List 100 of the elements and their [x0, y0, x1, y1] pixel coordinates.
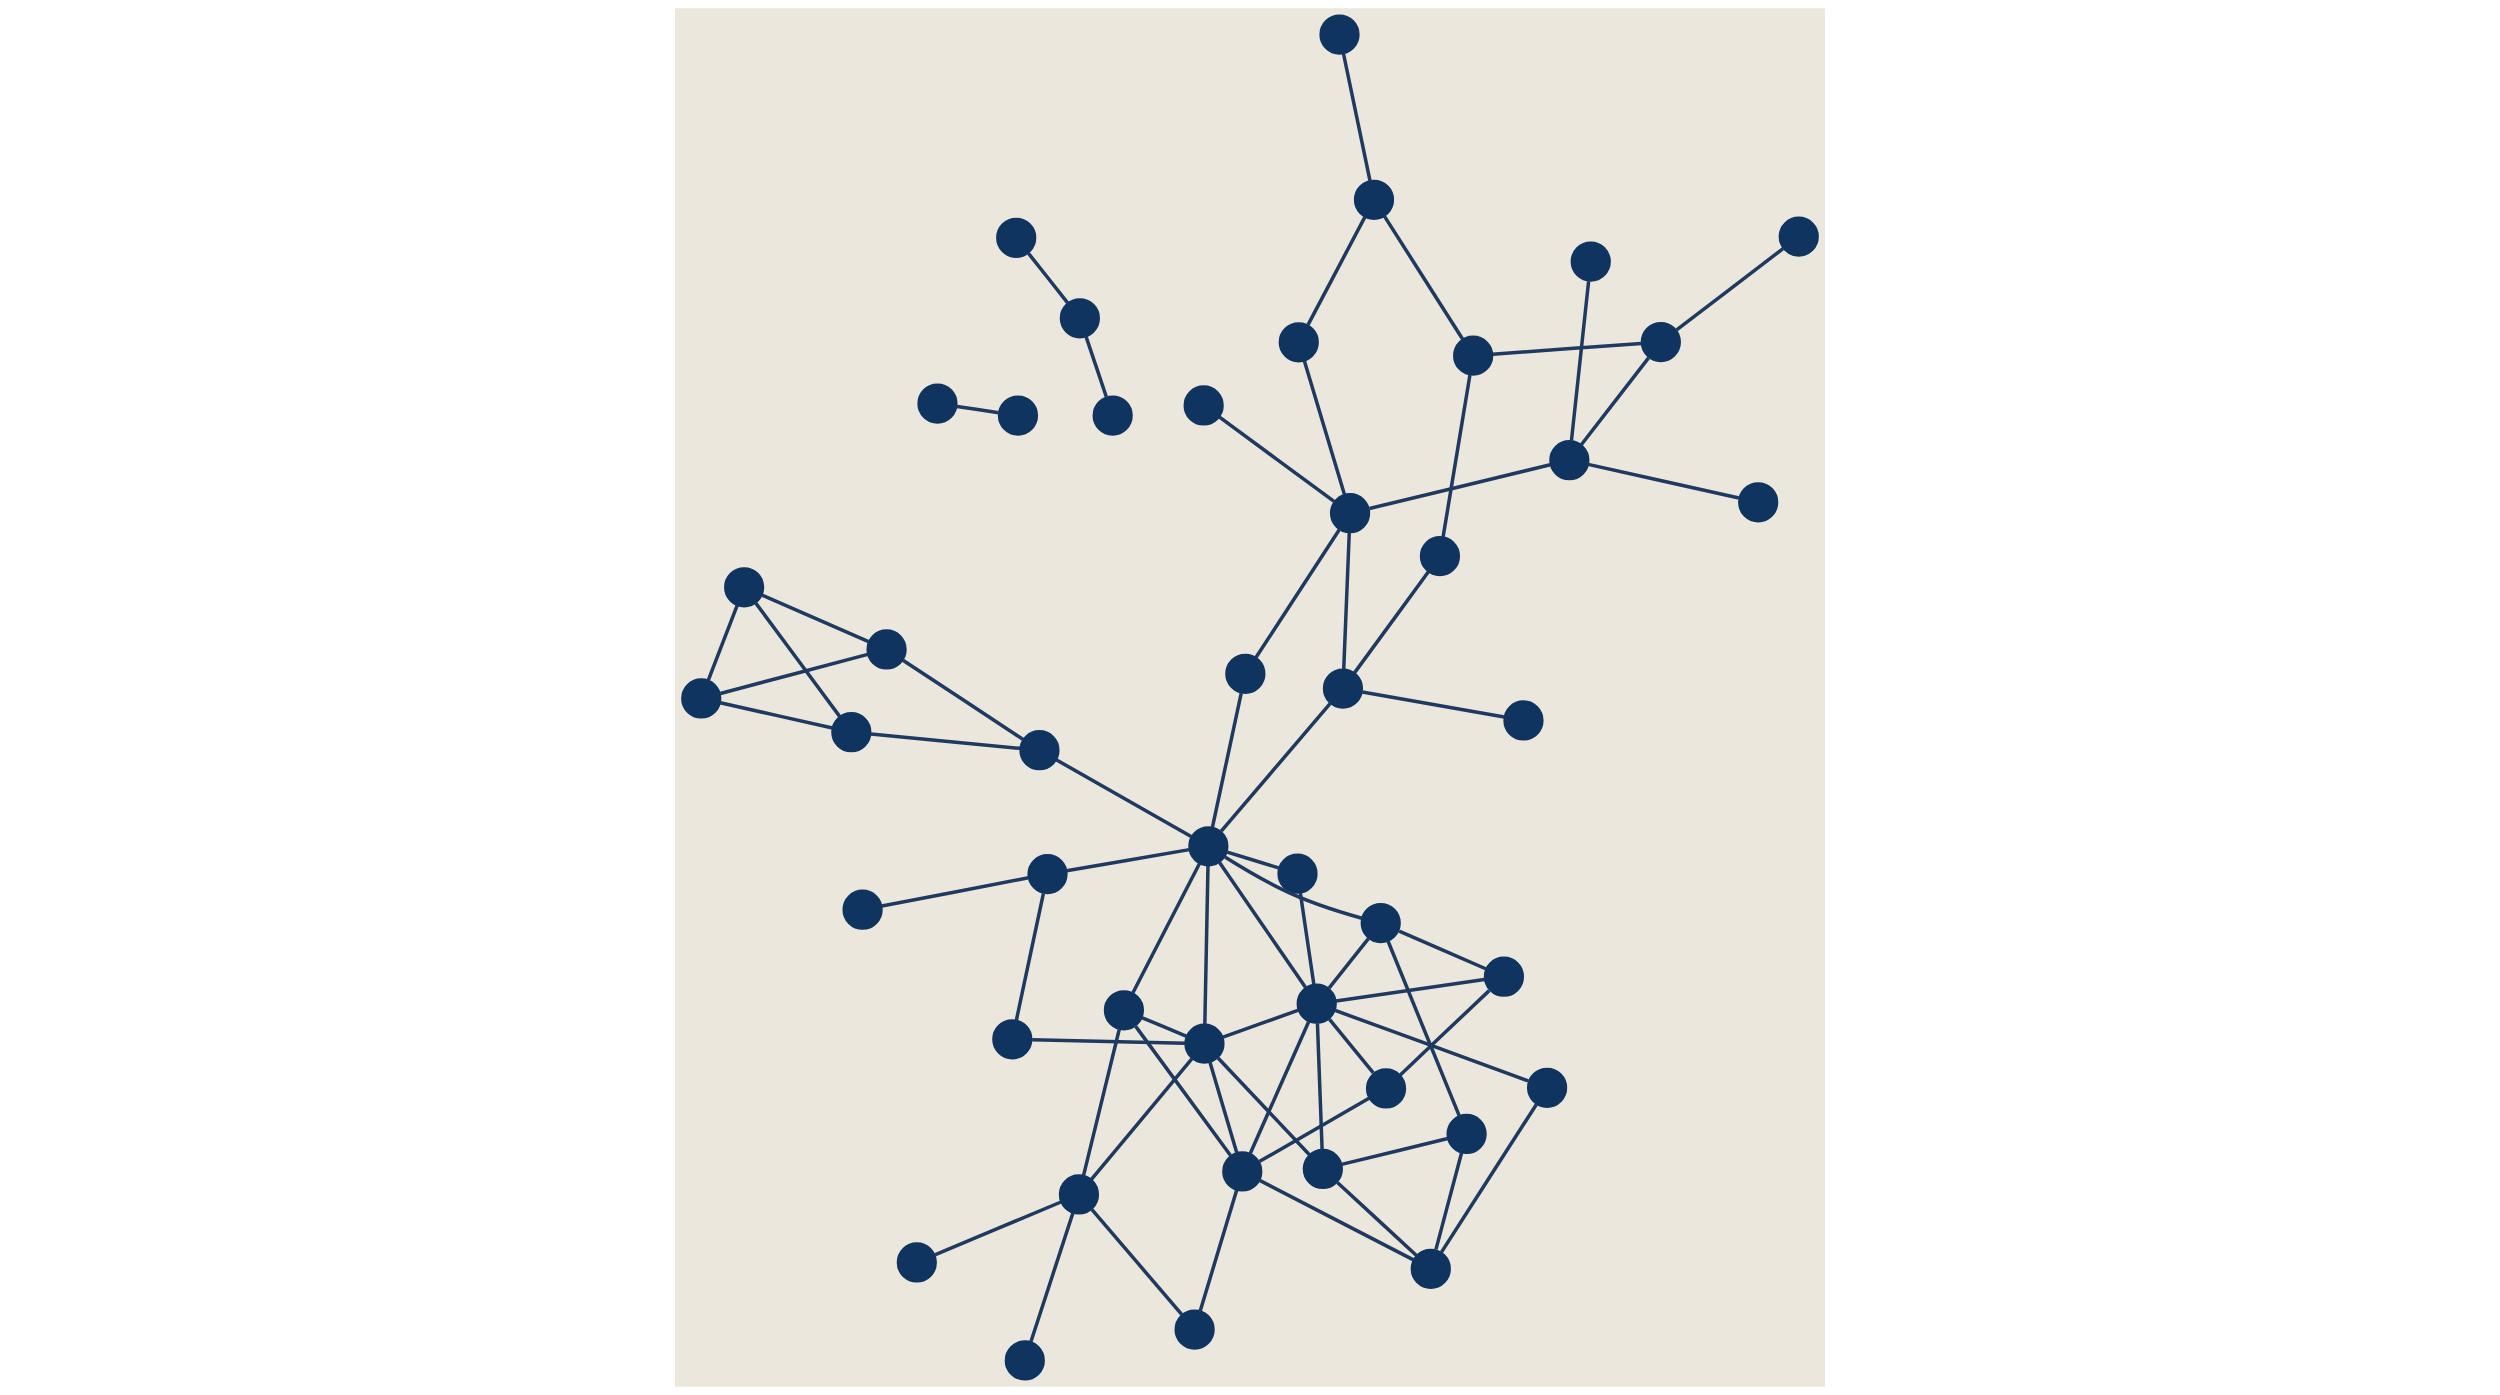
- connector: [1327, 937, 1370, 990]
- node-circle: [1549, 440, 1590, 481]
- node-circle: [996, 217, 1037, 258]
- connector: [1032, 1037, 1186, 1045]
- connector: [1203, 865, 1210, 1025]
- connector: [1336, 1181, 1418, 1257]
- connector: [1141, 1016, 1188, 1038]
- connector: [1341, 53, 1372, 181]
- connector: [1219, 702, 1332, 833]
- node-circle: [1004, 1340, 1045, 1381]
- node-circle: [1419, 536, 1461, 577]
- node-circle: [1322, 668, 1364, 709]
- connector: [1055, 758, 1193, 839]
- connector: [1218, 861, 1308, 989]
- connector: [1027, 252, 1069, 304]
- node-circle: [1058, 1174, 1100, 1215]
- node-circle: [1059, 298, 1100, 339]
- connector: [1029, 1212, 1075, 1343]
- connector: [761, 593, 870, 644]
- node-circle: [1019, 730, 1060, 771]
- node-circle: [1640, 321, 1681, 363]
- node-circle: [1174, 1309, 1215, 1350]
- connector: [1675, 247, 1785, 332]
- connector: [1298, 892, 1316, 985]
- node-circle: [1353, 179, 1395, 220]
- connector: [1254, 528, 1341, 659]
- connector: [1066, 847, 1190, 873]
- connector: [1398, 929, 1487, 971]
- connector: [1353, 570, 1430, 674]
- connector: [1579, 356, 1650, 446]
- connector: [1248, 1020, 1311, 1155]
- connector: [1224, 855, 1363, 920]
- connector: [1216, 1056, 1311, 1156]
- connector: [1342, 532, 1351, 670]
- connector: [901, 658, 1025, 741]
- connector: [1090, 1208, 1184, 1316]
- connector: [719, 701, 833, 730]
- connector: [1569, 281, 1591, 441]
- node-circle: [1277, 853, 1318, 894]
- connector: [1302, 360, 1347, 495]
- node-circle: [866, 629, 907, 670]
- connector: [1386, 940, 1461, 1117]
- node-circle: [1503, 700, 1544, 741]
- node-circle: [1483, 956, 1525, 997]
- node-circle: [1302, 1148, 1343, 1190]
- connector: [1134, 1025, 1232, 1157]
- connector: [1208, 1062, 1239, 1154]
- node-circle: [831, 712, 872, 753]
- connector: [1369, 463, 1551, 511]
- connector: [1306, 216, 1367, 326]
- node-circle: [896, 1242, 937, 1283]
- connector: [1492, 341, 1642, 356]
- connector: [1383, 215, 1465, 340]
- node-circle: [1225, 653, 1266, 694]
- connector: [1081, 1029, 1121, 1176]
- connector: [1398, 989, 1491, 1077]
- connector: [1335, 977, 1485, 1003]
- connector: [1587, 462, 1740, 500]
- node-circle: [1570, 241, 1611, 282]
- connector: [1198, 1189, 1239, 1312]
- connector: [881, 876, 1029, 908]
- node-circle: [1446, 1113, 1487, 1155]
- connector: [1258, 1178, 1415, 1262]
- connector: [1341, 1136, 1449, 1167]
- node-circle: [917, 383, 958, 424]
- connector: [706, 604, 739, 681]
- node-circle: [997, 395, 1039, 436]
- connector: [1315, 1023, 1324, 1150]
- node-circle: [1184, 1023, 1225, 1064]
- node-circle: [1027, 854, 1068, 895]
- connector: [956, 404, 999, 415]
- node-circle: [1778, 216, 1819, 257]
- node-circle: [842, 889, 883, 930]
- connector: [1222, 1008, 1300, 1039]
- connector: [1440, 1103, 1538, 1254]
- node-circle: [1360, 902, 1401, 944]
- node-circle: [1526, 1067, 1568, 1108]
- connector: [1014, 892, 1046, 1021]
- connector: [1328, 1018, 1375, 1074]
- node-circle: [1222, 1151, 1263, 1192]
- node-circle: [1329, 493, 1371, 534]
- node-circle: [1453, 335, 1494, 376]
- node-circle: [1365, 1068, 1407, 1109]
- connector: [1226, 850, 1280, 870]
- connector: [1441, 374, 1472, 538]
- node-circle: [1188, 826, 1229, 867]
- node-circle: [1092, 395, 1133, 436]
- node-circle: [1103, 990, 1145, 1031]
- connector: [1434, 1152, 1464, 1250]
- connector: [1210, 692, 1243, 828]
- node-circle: [681, 678, 722, 719]
- connector: [1084, 336, 1108, 398]
- node-circle: [724, 567, 765, 608]
- node-circle: [1410, 1248, 1451, 1289]
- connector: [870, 732, 1021, 751]
- connector: [754, 601, 842, 718]
- node-circle: [1296, 983, 1337, 1024]
- node-circle: [1278, 322, 1319, 363]
- connector: [719, 652, 869, 696]
- node-circle: [1183, 385, 1224, 426]
